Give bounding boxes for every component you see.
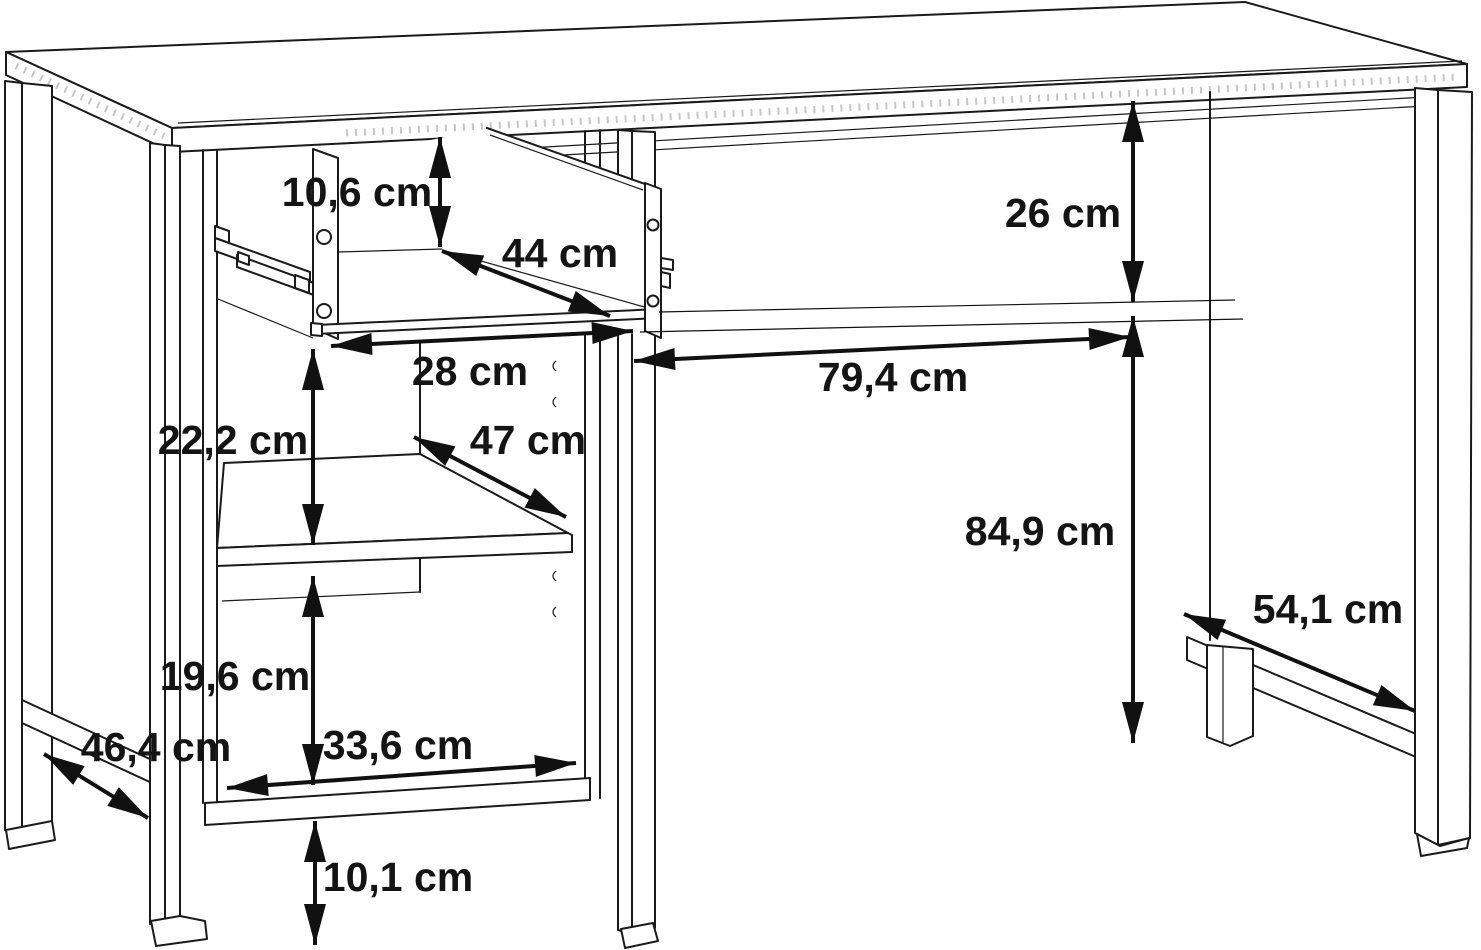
dim-label-drawer-inner-height: 10,6 cm (282, 169, 432, 215)
edge-hatching-left (14, 62, 166, 140)
back-left-foot (5, 820, 56, 850)
slide-bracket (660, 257, 674, 271)
screw-hole (646, 294, 660, 308)
dim-label-lower-compartment-height: 19,6 cm (160, 653, 310, 699)
back-right-leg (1206, 644, 1254, 747)
screw-hole (316, 303, 332, 319)
dim-label-shelf-depth: 47 cm (470, 417, 586, 463)
dim-arrow-shelf-depth (413, 435, 567, 519)
dim-label-side-frame-depth: 54,1 cm (1253, 586, 1403, 632)
front-right-foot (1416, 833, 1470, 857)
dimension-annotations: 10,6 cm 44 cm 26 cm 28 cm 79,4 cm 22,2 c… (42, 101, 1416, 945)
dim-label-floor-clearance: 10,1 cm (323, 854, 473, 900)
front-left-foot (150, 915, 208, 947)
dim-label-apron-height: 26 cm (1005, 190, 1121, 236)
dim-label-bottom-shelf-width: 33,6 cm (323, 722, 473, 768)
dim-label-upper-compartment-height: 22,2 cm (158, 417, 308, 463)
dim-arrow-left-frame-depth (42, 752, 150, 820)
shelf-pin-holes (552, 360, 557, 618)
dim-arrow-drawer-opening-width (330, 322, 634, 355)
edge-hatching (345, 73, 1459, 137)
front-left-leg (149, 142, 208, 947)
dim-label-desk-height: 84,9 cm (965, 508, 1115, 554)
screw-hole (646, 218, 660, 232)
front-right-leg (1414, 87, 1439, 846)
screw-hole (316, 229, 332, 245)
reference-line (658, 299, 1236, 313)
dim-label-drawer-inner-depth: 44 cm (502, 230, 618, 276)
back-left-leg (4, 80, 56, 850)
dim-arrow-legroom-width (633, 327, 1131, 371)
reference-line (639, 318, 1244, 333)
middle-shelf-edge (216, 532, 573, 567)
right-side-frame (1186, 87, 1473, 857)
middle-shelf-top (216, 453, 569, 549)
slide-bracket (660, 271, 671, 289)
dim-label-left-frame-depth: 46,4 cm (81, 724, 231, 770)
dim-arrow-side-frame-depth (1183, 612, 1416, 713)
desktop (5, 1, 1468, 168)
dim-arrow-bottom-shelf-width (226, 754, 577, 797)
dim-label-drawer-opening-width: 28 cm (412, 348, 528, 394)
drawer-front-panel (644, 182, 662, 339)
dim-label-legroom-width: 79,4 cm (818, 354, 968, 400)
dim-arrow-drawer-inner-depth (441, 249, 611, 318)
pedestal-right-foot (620, 922, 659, 949)
